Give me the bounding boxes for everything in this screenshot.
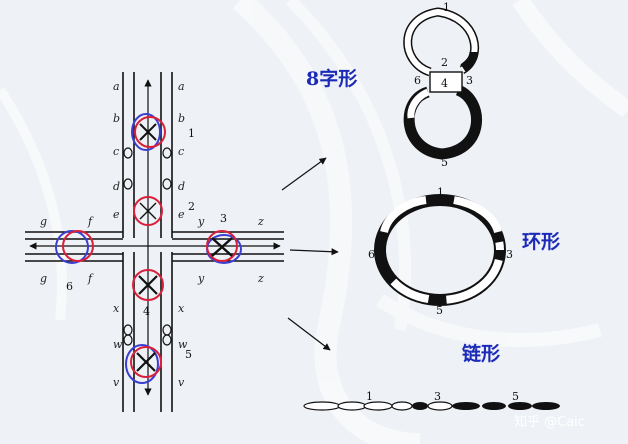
cross-number-6: 6	[66, 280, 73, 293]
label-b-right: b	[178, 112, 185, 125]
cross-number-1: 1	[188, 127, 195, 140]
label-e-left: e	[113, 208, 120, 221]
label-x-right: x	[178, 302, 185, 315]
arrow-to-ring	[289, 248, 339, 256]
cross-number-5: 5	[185, 348, 192, 361]
ring-number-5: 5	[436, 304, 443, 317]
arrow-to-figure8	[281, 157, 327, 191]
cross-number-3: 3	[220, 212, 227, 225]
chiasma-2	[133, 196, 163, 226]
ring-number-3: 3	[506, 248, 513, 261]
fig8-number-6: 6	[414, 74, 421, 87]
arrow-to-chain	[287, 317, 331, 351]
label-figure8: 8字形	[306, 67, 357, 90]
label-d-right: d	[178, 180, 185, 193]
fig8-number-1: 1	[443, 1, 450, 14]
ring-configuration: 1 3 5 6	[368, 186, 513, 317]
label-g-top: g	[40, 215, 47, 228]
chiasma-3	[206, 230, 242, 264]
label-a-right: a	[178, 80, 185, 93]
label-v-left: v	[113, 376, 120, 389]
chain-number-5: 5	[512, 390, 519, 403]
label-d-left: d	[113, 180, 120, 193]
figure8-configuration: 4 1 2 3 5 6	[403, 1, 482, 169]
fig8-number-5: 5	[441, 156, 448, 169]
chain-number-3: 3	[434, 390, 441, 403]
label-b-left: b	[113, 112, 120, 125]
chiasma-5	[125, 344, 162, 384]
cross-figure: a a b b c c d d e e x x w w v v g f g f …	[25, 72, 284, 412]
label-y-top: y	[197, 215, 205, 228]
label-z-top: z	[257, 215, 264, 228]
label-x-left: x	[113, 302, 120, 315]
watermark: 知乎 @Caic	[514, 414, 585, 430]
label-z-bottom: z	[257, 272, 264, 285]
fig8-number-2: 2	[441, 56, 448, 69]
chiasma-1	[131, 113, 166, 151]
fig8-number-4: 4	[441, 77, 448, 90]
ring-number-1: 1	[437, 186, 444, 199]
label-ring: 环形	[522, 231, 560, 253]
chiasma-6	[55, 230, 94, 264]
cross-number-4: 4	[143, 305, 150, 318]
label-v-right: v	[178, 376, 185, 389]
chain-number-1: 1	[366, 390, 373, 403]
ring-number-6: 6	[368, 248, 375, 261]
chain-configuration: 1 3 5	[303, 390, 560, 411]
fig8-number-3: 3	[466, 74, 473, 87]
cross-number-2: 2	[188, 200, 195, 213]
label-c-right: c	[178, 145, 184, 158]
label-e-right: e	[178, 208, 185, 221]
label-w-right: w	[178, 338, 188, 351]
label-f-top: f	[87, 215, 94, 228]
chiasma-4	[132, 269, 164, 301]
label-f-bottom: f	[87, 272, 94, 285]
label-g-bottom: g	[40, 272, 47, 285]
label-chain: 链形	[462, 342, 500, 365]
label-w-left: w	[113, 338, 123, 351]
label-y-bottom: y	[197, 272, 205, 285]
label-c-left: c	[113, 145, 119, 158]
label-a-left: a	[113, 80, 120, 93]
